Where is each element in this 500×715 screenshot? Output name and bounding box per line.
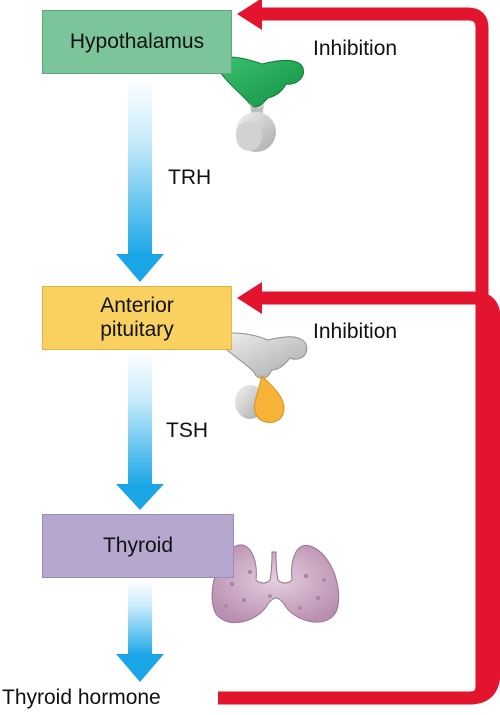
- pituitary-gland-icon: [212, 332, 308, 423]
- arrow-tsh: [116, 352, 164, 510]
- thyroid-hormone-label: Thyroid hormone: [2, 686, 161, 709]
- inhibition-label-middle: Inhibition: [313, 320, 398, 343]
- inhibition-arrowhead-hypothalamus: [237, 0, 262, 30]
- inhibition-label-top: Inhibition: [313, 37, 398, 60]
- thyroid-label: Thyroid: [102, 534, 174, 557]
- inhibition-arrowhead-pituitary: [237, 282, 262, 314]
- trh-label: TRH: [168, 166, 212, 189]
- arrow-thyroid-hormone: [116, 580, 164, 682]
- anterior-pituitary-label-line2: pituitary: [100, 318, 174, 341]
- tsh-label: TSH: [166, 419, 208, 442]
- arrow-trh: [116, 78, 164, 282]
- anterior-pituitary-label-line1: Anterior: [100, 294, 174, 317]
- thyroid-gland-icon: [211, 544, 340, 624]
- inhibition-feedback-loops: [218, 0, 500, 705]
- anterior-pituitary-box: Anterior pituitary: [42, 286, 232, 350]
- hypothalamus-box: Hypothalamus: [42, 10, 232, 74]
- hypothalamus-gland-icon: [212, 56, 304, 152]
- hypothalamus-label: Hypothalamus: [69, 30, 205, 53]
- thyroid-box: Thyroid: [42, 514, 234, 578]
